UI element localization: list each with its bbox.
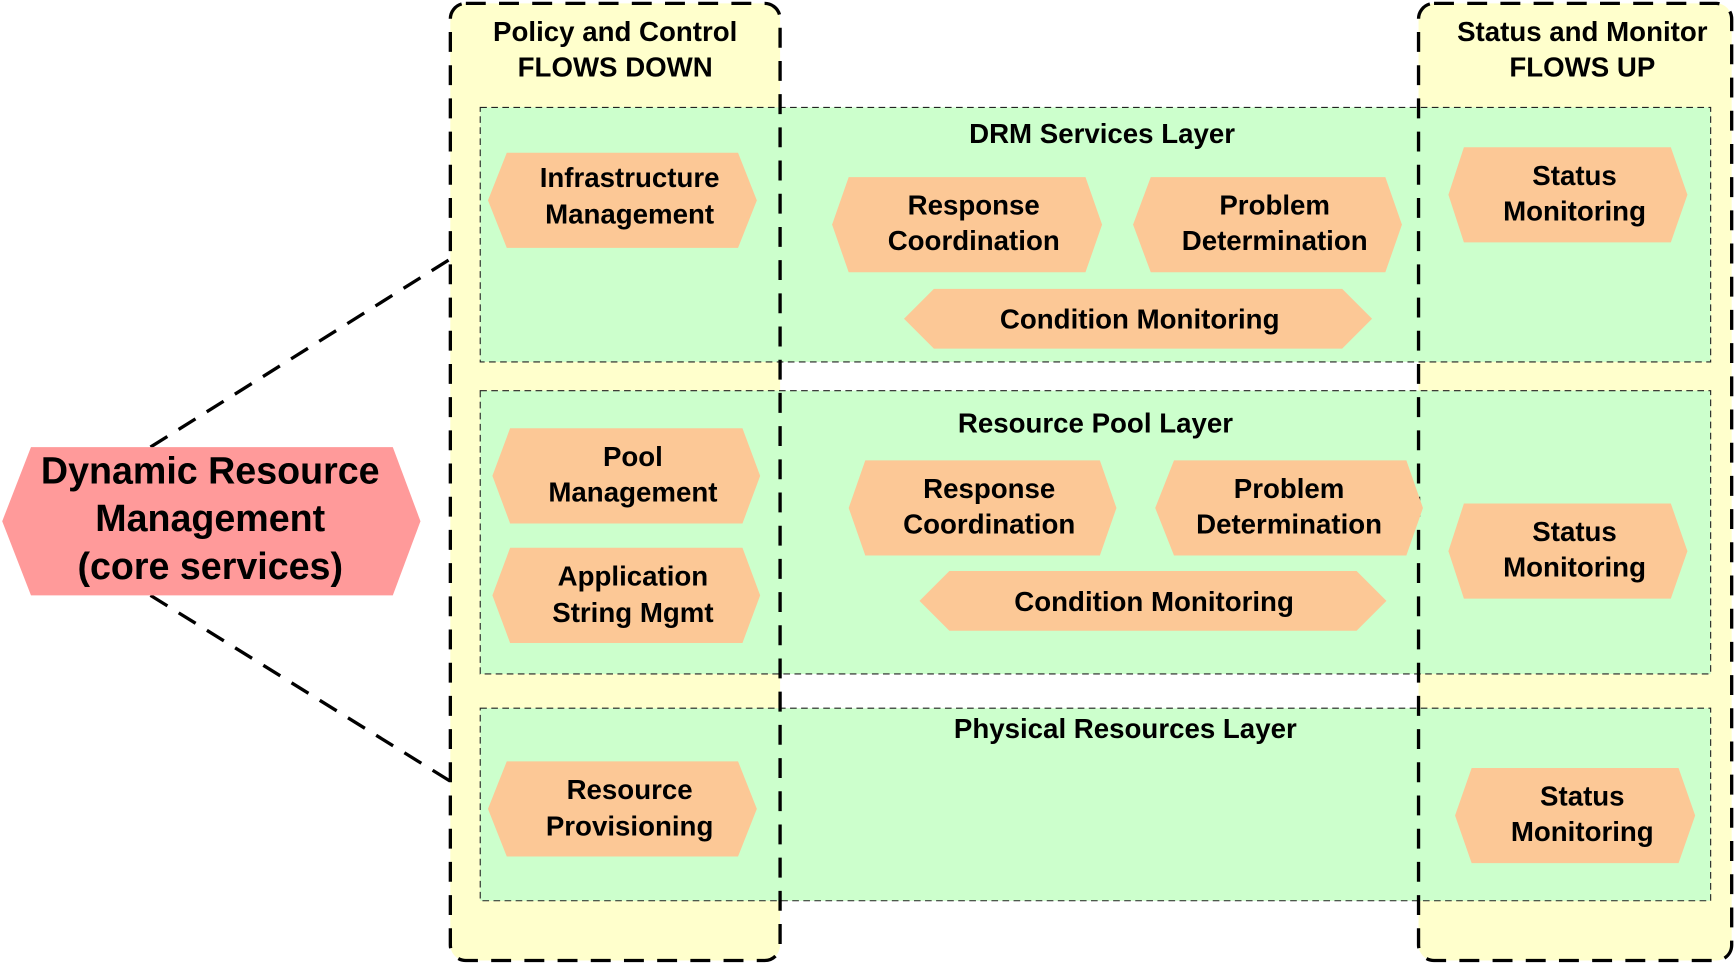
drm-response-coordination-line2: Coordination	[888, 225, 1060, 256]
drm-status-monitoring-hexagon	[1448, 147, 1688, 243]
drm-response-coordination-hexagon	[832, 177, 1103, 273]
resource-provisioning-line1: Resource	[567, 774, 693, 805]
drm-problem-determination-node[interactable]: Problem Determination	[1133, 177, 1402, 273]
drm-status-monitoring-line2: Monitoring	[1503, 195, 1646, 226]
drm-status-monitoring-node[interactable]: Status Monitoring	[1448, 147, 1688, 243]
pool-response-coordination-line1: Response	[923, 473, 1055, 504]
core-services-line1: Dynamic Resource	[41, 450, 380, 492]
pool-response-coordination-hexagon	[848, 460, 1117, 556]
drm-problem-determination-line1: Problem	[1219, 190, 1330, 221]
core-connector-lower	[149, 593, 452, 783]
pool-status-monitoring-node[interactable]: Status Monitoring	[1448, 503, 1688, 599]
resource-provisioning-hexagon	[487, 761, 757, 857]
physical-status-monitoring-hexagon	[1455, 767, 1696, 864]
physical-status-monitoring-line1: Status	[1540, 781, 1625, 812]
policy-flow-title-line2: FLOWS DOWN	[518, 51, 713, 82]
infrastructure-management-line1: Infrastructure	[540, 162, 720, 193]
physical-status-monitoring-line2: Monitoring	[1511, 816, 1654, 847]
core-services-line2: Management	[95, 497, 325, 539]
pool-problem-determination-hexagon	[1155, 460, 1423, 556]
drm-condition-monitoring-label: Condition Monitoring	[1000, 304, 1280, 335]
pool-problem-determination-node[interactable]: Problem Determination	[1155, 460, 1423, 556]
pool-status-monitoring-line1: Status	[1532, 516, 1617, 547]
application-string-mgmt-line2: String Mgmt	[552, 597, 713, 628]
pool-problem-determination-line2: Determination	[1196, 508, 1382, 539]
pool-management-line2: Management	[548, 476, 717, 507]
physical-status-monitoring-node[interactable]: Status Monitoring	[1455, 767, 1696, 864]
drm-condition-monitoring-hexagon	[904, 288, 1373, 349]
core-services-node[interactable]: Dynamic Resource Management (core servic…	[2, 447, 421, 596]
infrastructure-management-hexagon	[487, 152, 757, 248]
drm-problem-determination-line2: Determination	[1182, 225, 1368, 256]
pool-condition-monitoring-node[interactable]: Condition Monitoring	[919, 571, 1387, 631]
pool-status-monitoring-line2: Monitoring	[1503, 552, 1646, 583]
pool-condition-monitoring-label: Condition Monitoring	[1014, 586, 1294, 617]
pool-management-node[interactable]: Pool Management	[492, 428, 761, 524]
core-connector-upper	[149, 257, 452, 449]
core-services-line3: (core services)	[77, 545, 343, 587]
pool-response-coordination-node[interactable]: Response Coordination	[848, 460, 1117, 556]
pool-management-line1: Pool	[603, 441, 663, 472]
core-services-hexagon	[2, 447, 421, 596]
infrastructure-management-node[interactable]: Infrastructure Management	[487, 152, 757, 248]
resource-provisioning-line2: Provisioning	[546, 810, 714, 841]
pool-management-hexagon	[492, 428, 761, 524]
status-flow-title-line2: FLOWS UP	[1509, 51, 1655, 82]
physical-layer-title: Physical Resources Layer	[954, 713, 1297, 744]
status-flow-title-line1: Status and Monitor	[1457, 16, 1708, 47]
application-string-mgmt-hexagon	[492, 547, 761, 643]
drm-condition-monitoring-node[interactable]: Condition Monitoring	[904, 288, 1373, 349]
drm-status-monitoring-line1: Status	[1532, 160, 1617, 191]
pool-status-monitoring-hexagon	[1448, 503, 1688, 599]
infrastructure-management-line2: Management	[545, 199, 714, 230]
drm-problem-determination-hexagon	[1133, 177, 1402, 273]
application-string-mgmt-line1: Application	[558, 560, 709, 591]
policy-flow-column-border	[448, 1, 782, 963]
pool-layer-title: Resource Pool Layer	[958, 408, 1233, 439]
drm-response-coordination-node[interactable]: Response Coordination	[832, 177, 1103, 273]
pool-condition-monitoring-hexagon	[919, 571, 1387, 631]
pool-problem-determination-line1: Problem	[1234, 473, 1345, 504]
application-string-mgmt-node[interactable]: Application String Mgmt	[492, 547, 761, 643]
status-flow-column-border	[1416, 1, 1734, 963]
drm-response-coordination-line1: Response	[908, 190, 1040, 221]
resource-provisioning-node[interactable]: Resource Provisioning	[487, 761, 757, 857]
drm-layer-title: DRM Services Layer	[969, 118, 1235, 149]
policy-flow-title-line1: Policy and Control	[493, 16, 737, 47]
pool-response-coordination-line2: Coordination	[903, 508, 1075, 539]
